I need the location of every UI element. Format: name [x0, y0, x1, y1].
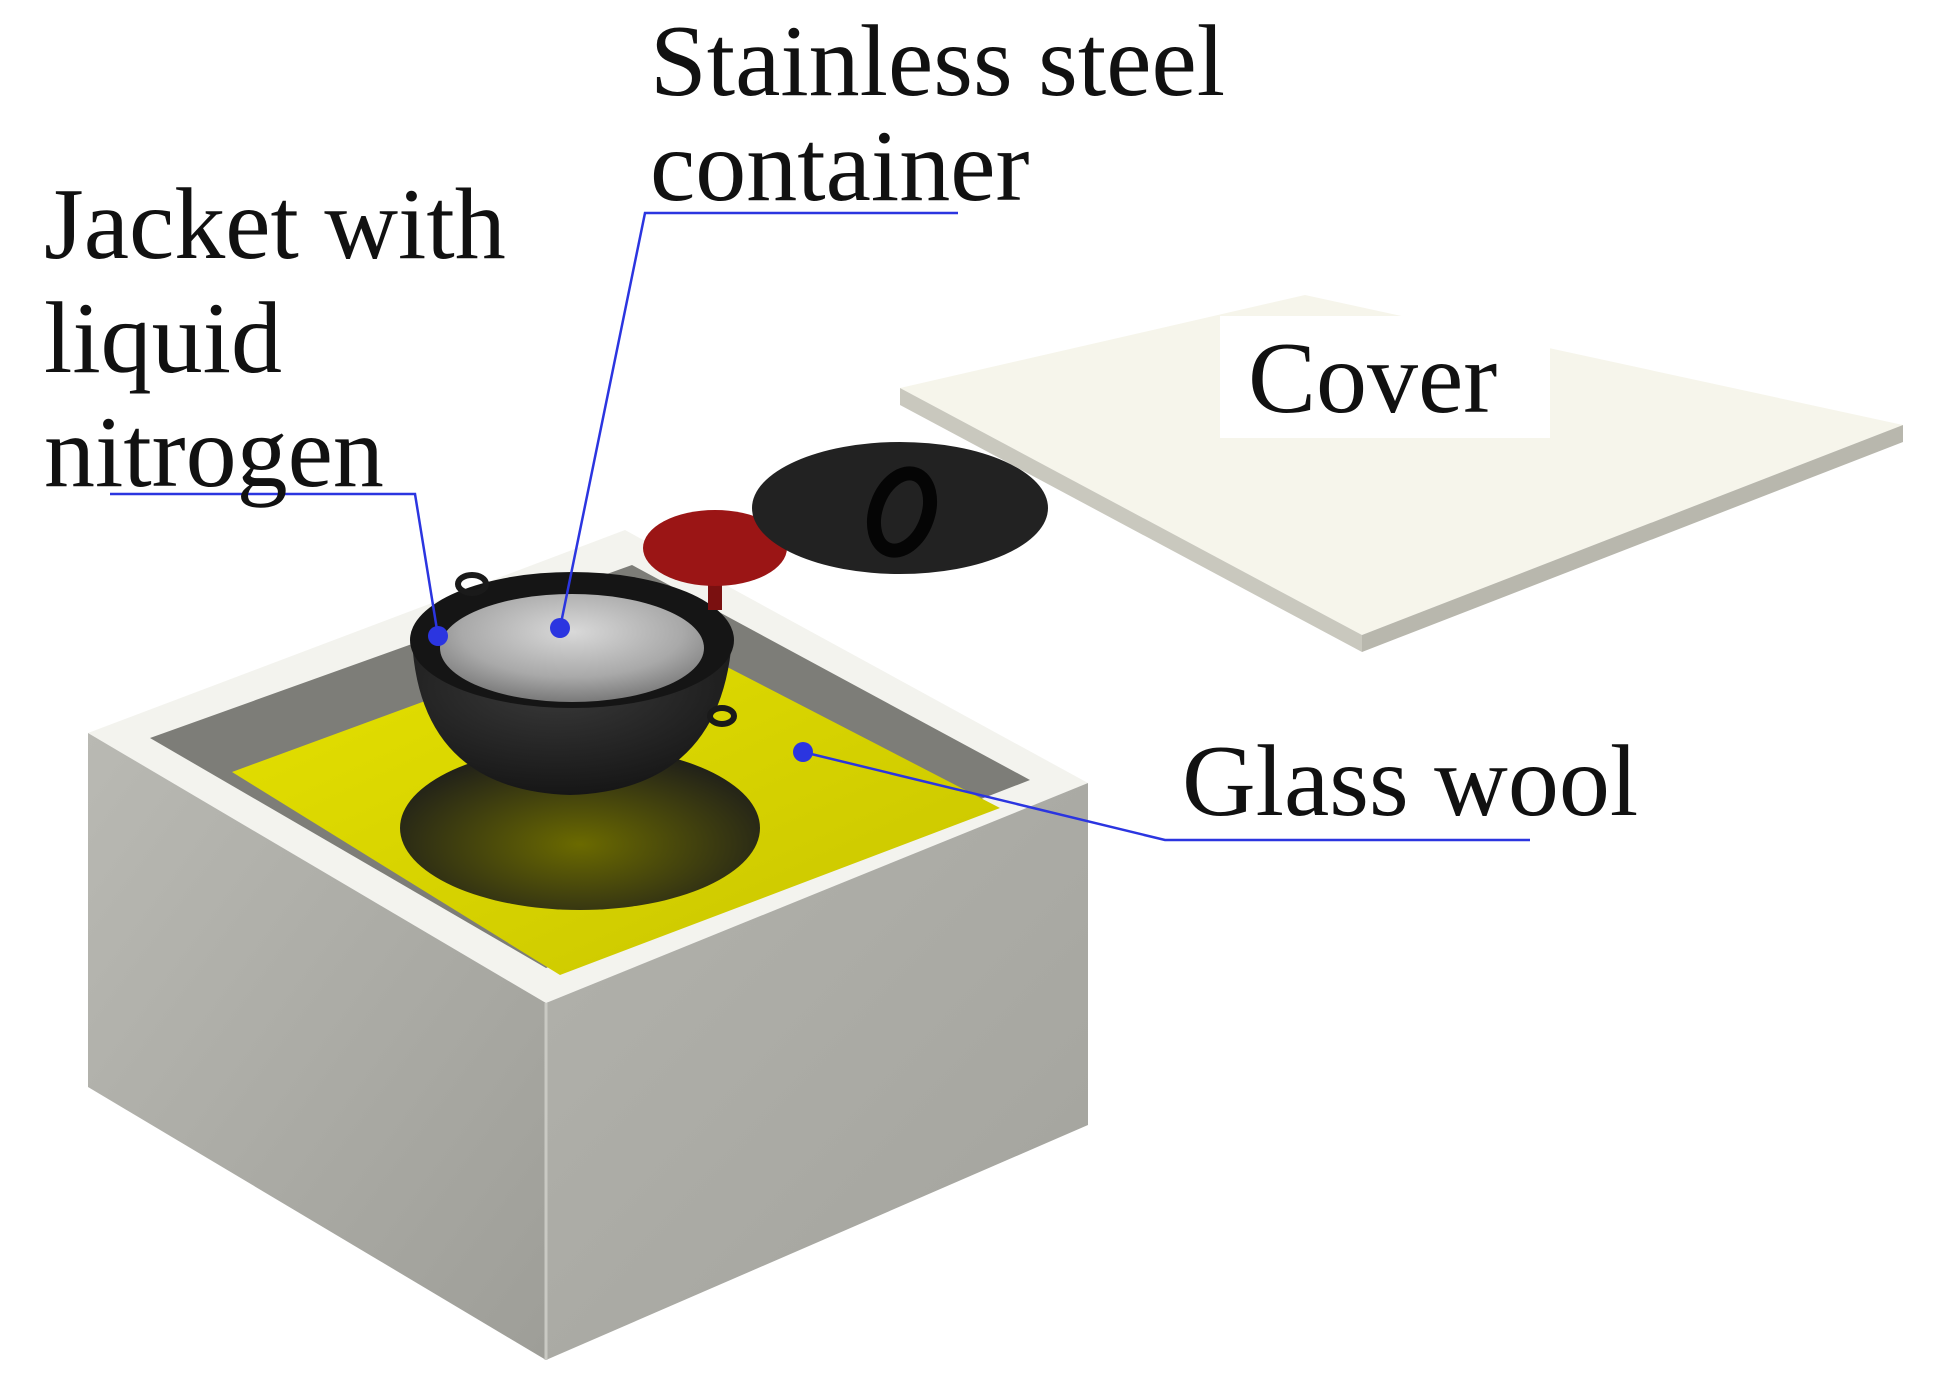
label-bg-cover [1220, 316, 1550, 438]
box-front-face [88, 733, 546, 1360]
leader-lines [110, 211, 1530, 842]
label-stainless-line2: container [650, 110, 1029, 223]
label-bg-stainless [640, 12, 1250, 222]
jacket-lug-right [707, 705, 737, 727]
circle-dot-icon [428, 626, 448, 646]
label-jacket-line3: nitrogen [44, 396, 384, 509]
label-stainless-line1: Stainless steel [650, 5, 1225, 118]
leader-stainless [558, 211, 958, 629]
red-funnel [643, 510, 787, 610]
cover-plate [900, 295, 1903, 652]
glass-wool-cavity [400, 746, 760, 910]
lid-knob [866, 466, 938, 558]
circle-dot-icon [550, 618, 570, 638]
label-glass-wool: Glass wool [1182, 725, 1638, 838]
jacket-with-container [410, 572, 737, 795]
jacket-lug-left [455, 572, 489, 596]
label-jacket-line2: liquid [44, 282, 282, 395]
lid-disk [752, 442, 1048, 574]
steel-container-inner [440, 594, 704, 702]
circle-dot-icon [793, 742, 813, 762]
cover-top [900, 295, 1903, 635]
lid [752, 442, 1048, 574]
leader-jacket [110, 492, 440, 637]
label-cover: Cover [1248, 322, 1497, 435]
label-bg-jacket [30, 175, 530, 527]
leader-glass-wool [802, 750, 1530, 842]
label-jacket-line1: Jacket with [44, 168, 506, 281]
red-funnel-disk [643, 510, 787, 586]
label-bg-glass-wool [1170, 710, 1658, 834]
cover-right-edge [1362, 425, 1903, 652]
leader-markers [428, 618, 813, 762]
box-right-face [546, 783, 1088, 1360]
cover-front-edge [900, 388, 1362, 652]
